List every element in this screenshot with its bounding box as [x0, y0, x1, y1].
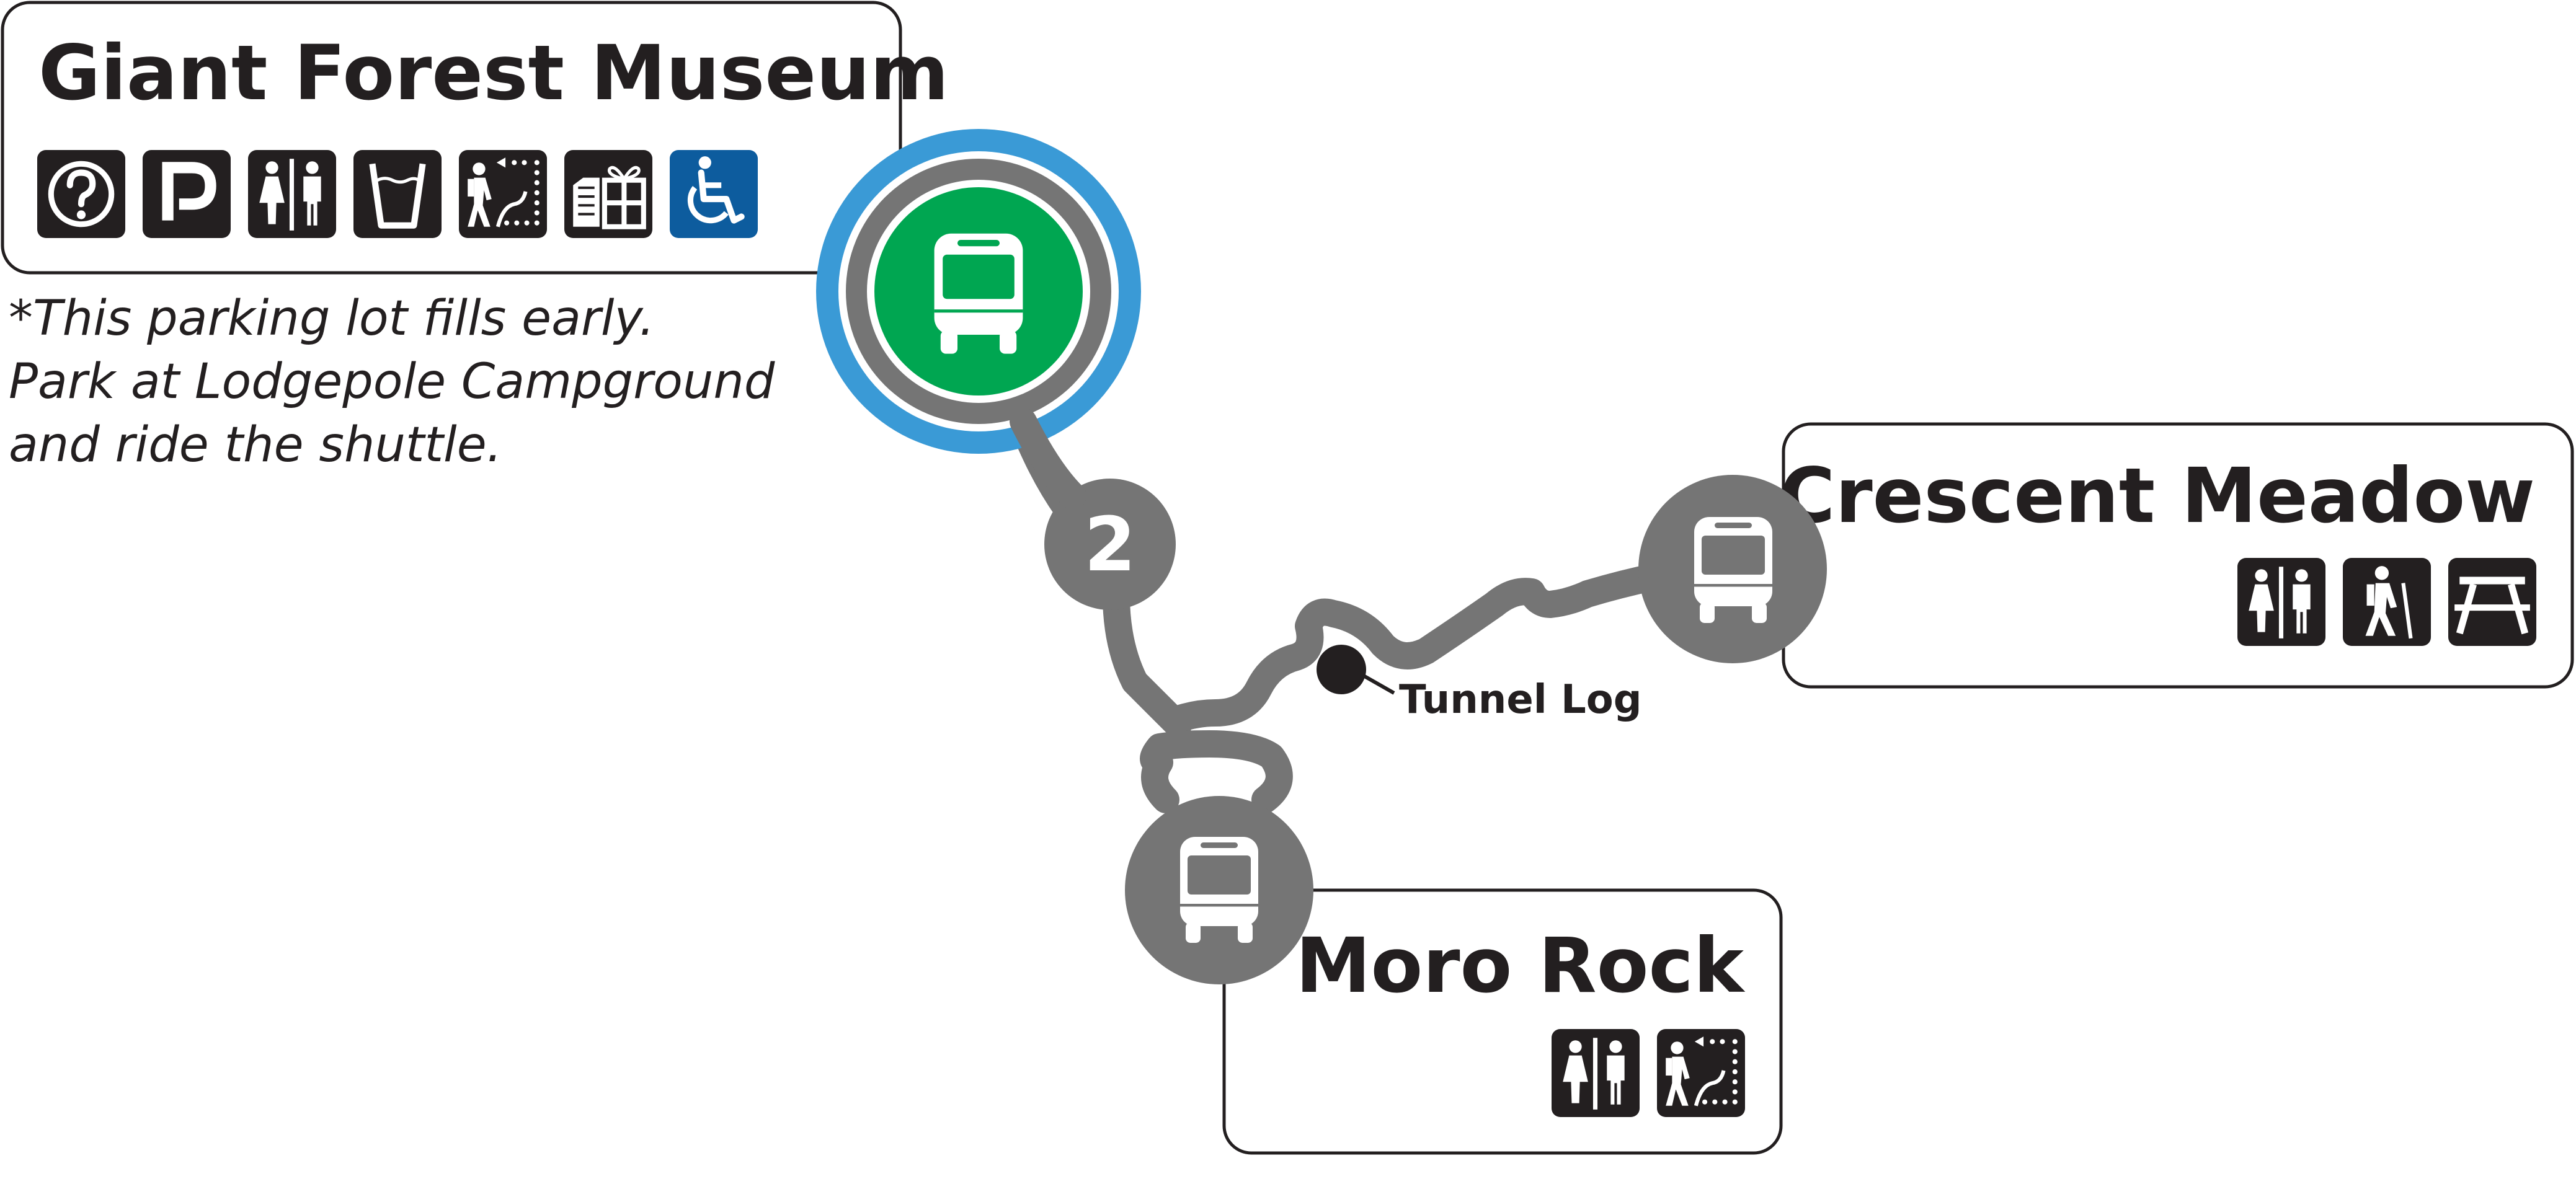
restroom-icon — [248, 150, 336, 238]
moro-rock-box — [1222, 888, 1783, 1155]
crescent-meadow-bus-marker[interactable] — [1638, 475, 1827, 663]
crescent-meadow-amenities — [2237, 558, 2536, 646]
picnic-icon — [2448, 558, 2536, 646]
gift-shop-icon — [564, 150, 652, 238]
trailhead-icon — [1657, 1029, 1745, 1117]
accessible-icon — [670, 150, 758, 238]
parking-note-line-1: *This parking lot fills early. — [9, 291, 655, 347]
giant-forest-amenities — [37, 150, 758, 238]
info-icon — [37, 150, 125, 238]
tunnel-log-label: Tunnel Log — [1399, 677, 1642, 723]
restroom-icon — [1552, 1029, 1640, 1117]
moro-rock-bus-marker[interactable] — [1125, 796, 1313, 984]
moro-rock-stop[interactable]: Moro Rock — [1125, 796, 1783, 1155]
water-icon — [353, 150, 442, 238]
crescent-meadow-name: Crescent Meadow — [1780, 452, 2535, 540]
tunnel-log-poi[interactable]: Tunnel Log — [1317, 645, 1642, 723]
parking-note-line-2: Park at Lodgepole Campground — [9, 354, 775, 410]
moro-rock-name: Moro Rock — [1295, 922, 1746, 1010]
hiking-icon — [2343, 558, 2431, 646]
parking-note-line-3: and ride the shuttle. — [9, 417, 502, 473]
trailhead-icon — [459, 150, 547, 238]
giant-forest-museum-stop[interactable]: Giant Forest Museum — [1, 1, 1141, 510]
restroom-icon — [2237, 558, 2325, 646]
route-marker: 2 — [1044, 479, 1176, 610]
moro-rock-amenities — [1552, 1029, 1745, 1117]
parking-note: *This parking lot fills early. Park at L… — [9, 291, 775, 473]
tunnel-log-dot — [1317, 645, 1366, 694]
crescent-meadow-stop[interactable]: Crescent Meadow — [1638, 422, 2574, 689]
route-number: 2 — [1084, 502, 1136, 588]
parking-icon — [143, 150, 231, 238]
museum-bus-marker[interactable] — [816, 129, 1141, 454]
giant-forest-museum-name: Giant Forest Museum — [38, 29, 949, 117]
